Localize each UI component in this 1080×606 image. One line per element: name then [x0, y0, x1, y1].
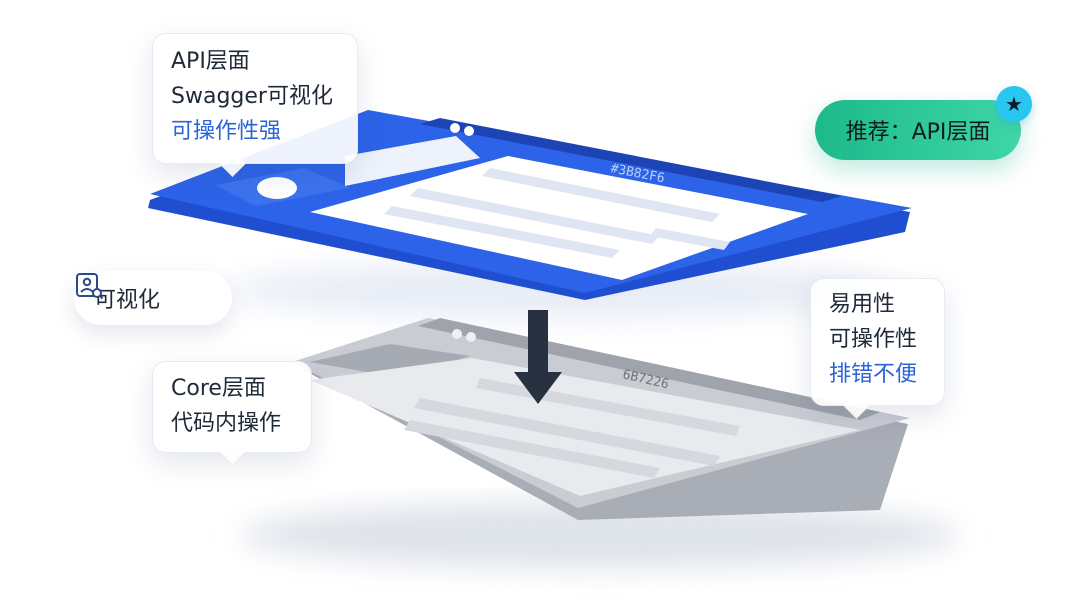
api-window-dot [464, 126, 474, 136]
recommendation-pill: 推荐：API层面 [815, 100, 1021, 160]
callout-api-highlight: 可操作性强 [171, 114, 357, 149]
recommendation-label: 推荐：API层面 [846, 114, 991, 146]
callout-operability: 可操作性 [829, 322, 944, 357]
callout-api-layer: API层面 Swagger可视化 可操作性强 [152, 33, 358, 164]
callout-core-detail: 代码内操作 [171, 406, 311, 441]
star-icon: ★ [996, 86, 1032, 122]
core-window-dot [466, 332, 476, 342]
callout-api-title: API层面 [171, 44, 357, 79]
callout-tradeoffs: 易用性 可操作性 排错不便 [810, 278, 945, 406]
visualize-chip: 可视化 [74, 271, 232, 325]
core-window-dot [452, 329, 462, 339]
arrow-shaft [528, 310, 548, 374]
callout-usability: 易用性 [829, 287, 944, 322]
callout-api-detail: Swagger可视化 [171, 79, 357, 114]
visualize-icon [74, 271, 104, 301]
callout-core-title: Core层面 [171, 371, 311, 406]
callout-debug-difficulty: 排错不便 [829, 357, 944, 392]
api-avatar [257, 177, 297, 199]
callout-core-layer: Core层面 代码内操作 [152, 361, 312, 453]
api-window-dot [450, 123, 460, 133]
